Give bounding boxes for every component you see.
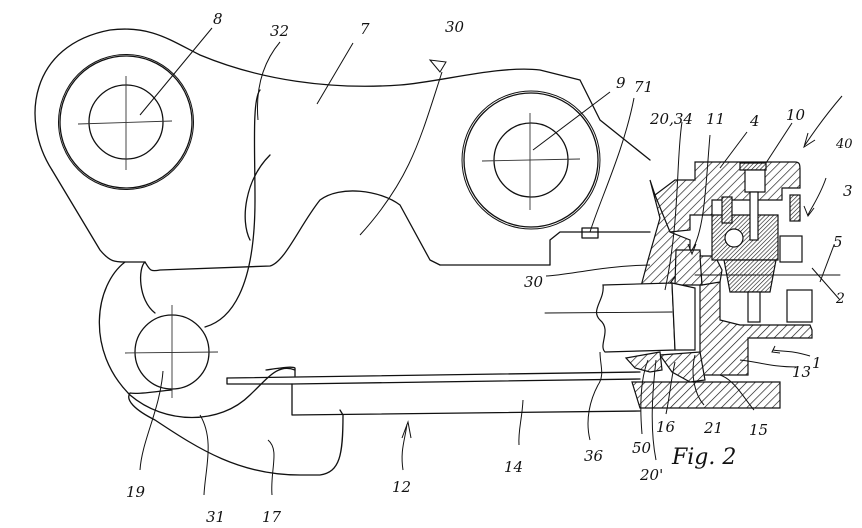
label-9: 9 — [616, 74, 626, 92]
figure-caption: Fig. 2 — [671, 445, 736, 470]
label-13: 13 — [792, 363, 811, 381]
leader-lines — [139, 27, 843, 496]
label-21: 21 — [703, 419, 723, 437]
label-71: 71 — [634, 78, 653, 96]
label-10: 10 — [786, 106, 806, 124]
label-40: 40 — [835, 137, 853, 152]
label-20-prime: 20' — [639, 466, 663, 484]
label-8: 8 — [213, 10, 223, 28]
label-15: 15 — [749, 421, 768, 439]
label-30-top: 30 — [445, 18, 465, 36]
label-31: 31 — [206, 508, 225, 526]
label-5: 5 — [833, 233, 843, 251]
coupler-body-outline — [34, 28, 651, 476]
label-32: 32 — [270, 22, 289, 40]
label-36: 36 — [584, 447, 604, 465]
label-20-34: 20,34 — [649, 110, 693, 128]
valve-housing — [544, 161, 841, 409]
label-11: 11 — [706, 110, 725, 128]
label-1: 1 — [812, 354, 822, 372]
label-2: 2 — [835, 291, 845, 307]
reference-numerals: 8 32 7 30 9 71 20,34 11 4 10 40 3 5 2 30… — [126, 10, 853, 526]
label-30-mid: 30 — [524, 273, 544, 291]
label-17: 17 — [262, 508, 282, 526]
label-19: 19 — [126, 483, 146, 501]
label-7: 7 — [360, 20, 370, 38]
locking-slide — [226, 366, 641, 416]
label-12: 12 — [392, 478, 411, 496]
label-4: 4 — [749, 112, 760, 130]
label-50: 50 — [632, 439, 652, 457]
pin-19 — [124, 305, 219, 398]
label-14: 14 — [504, 458, 523, 476]
pin-9 — [461, 90, 601, 230]
label-3: 3 — [843, 182, 853, 200]
pin-8 — [58, 54, 194, 190]
label-16: 16 — [656, 418, 676, 436]
